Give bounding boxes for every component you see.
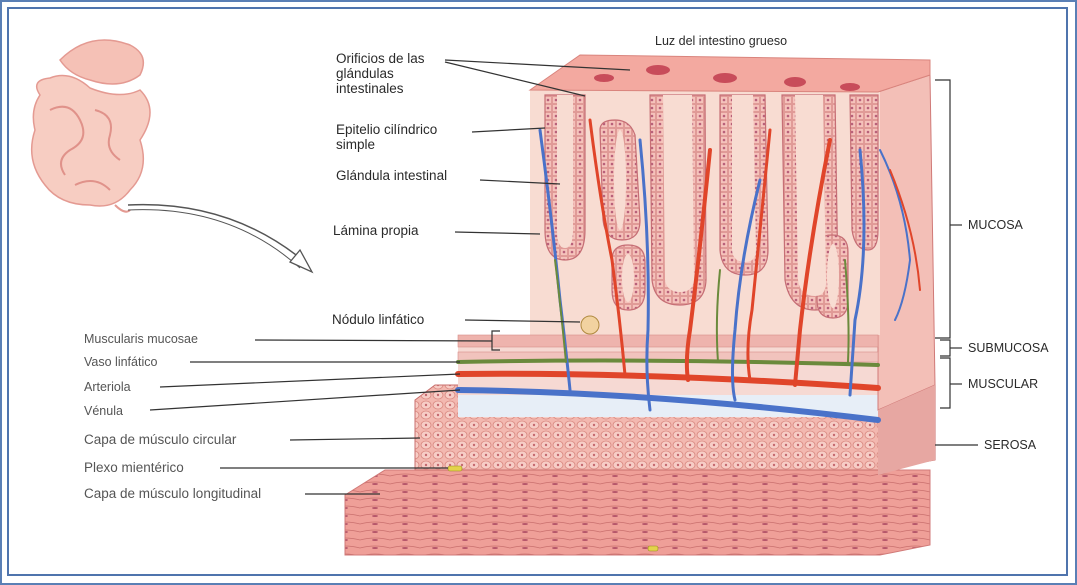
label-muscularis-mucosae: Muscularis mucosae bbox=[84, 332, 198, 347]
label-lamina: Lámina propia bbox=[333, 223, 419, 238]
label-serosa: SEROSA bbox=[984, 438, 1036, 453]
label-circular-muscle: Capa de músculo circular bbox=[84, 432, 236, 447]
label-myenteric-plexus: Plexo mientérico bbox=[84, 460, 184, 475]
label-arteriole: Arteriola bbox=[84, 380, 131, 395]
label-lymph-vessel: Vaso linfático bbox=[84, 355, 157, 370]
label-orifices: Orificios de las glándulas intestinales bbox=[336, 51, 446, 96]
label-nodule: Nódulo linfático bbox=[332, 312, 424, 327]
label-longitudinal-muscle: Capa de músculo longitudinal bbox=[84, 486, 261, 501]
label-lumen: Luz del intestino grueso bbox=[655, 34, 787, 49]
label-muscular: MUSCULAR bbox=[968, 377, 1038, 392]
pointer-arrow bbox=[128, 205, 312, 272]
label-submucosa: SUBMUCOSA bbox=[968, 341, 1049, 356]
label-epithelium: Epitelio cilíndrico simple bbox=[336, 122, 476, 152]
label-mucosa: MUCOSA bbox=[968, 218, 1023, 233]
intestine-illustration bbox=[32, 40, 150, 212]
label-gland: Glándula intestinal bbox=[336, 168, 447, 183]
label-venule: Vénula bbox=[84, 404, 123, 419]
